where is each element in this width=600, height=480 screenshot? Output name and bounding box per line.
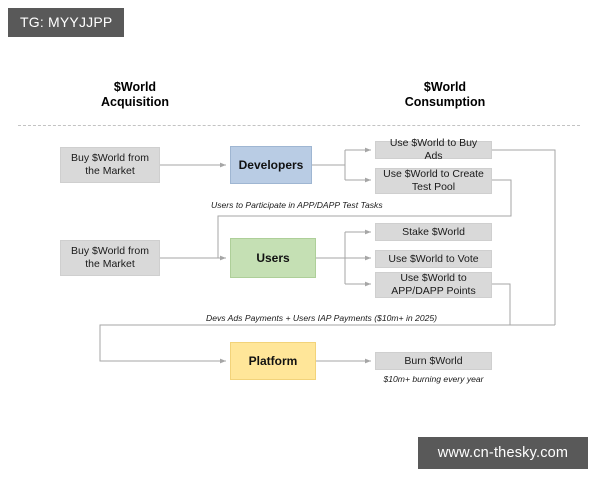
node-stake-world: Stake $World [375,223,492,241]
node-users: Users [230,238,316,278]
site-watermark-badge: www.cn-thesky.com [418,437,588,469]
column-header-acquisition-line1: $World [113,80,157,94]
node-buy-world-users: Buy $World from the Market [60,240,160,276]
annotation-burn-note: $10m+ burning every year [383,374,484,384]
annotation-users-participate: Users to Participate in APP/DAPP Test Ta… [211,200,383,210]
edge-test-pool-to-users-tasks [217,179,512,258]
column-header-acquisition-line2: Acquisition [100,95,170,109]
edge-payments-rail-to-platform [99,324,555,364]
node-platform: Platform [230,342,316,380]
node-developers: Developers [230,146,312,184]
node-use-world-app-dapp-points: Use $World to APP/DAPP Points [375,272,492,298]
column-header-acquisition: $World Acquisition [50,80,220,110]
node-buy-world-developers: Buy $World from the Market [60,147,160,183]
section-divider [18,125,580,126]
column-header-consumption-line1: $World [423,80,467,94]
edge-app-points-return-rail [492,283,511,325]
annotation-devs-ads-payments: Devs Ads Payments + Users IAP Payments (… [206,313,438,323]
node-use-world-buy-ads: Use $World to Buy Ads [375,137,492,162]
node-burn-world: Burn $World [375,352,492,370]
column-header-consumption: $World Consumption [360,80,530,110]
node-use-world-create-test-pool: Use $World to Create Test Pool [375,168,492,194]
node-use-world-to-vote: Use $World to Vote [375,250,492,268]
telegram-watermark-badge: TG: MYYJJPP [8,8,125,37]
column-header-consumption-line2: Consumption [404,95,486,109]
edge-buy-ads-return-rail [492,149,556,325]
